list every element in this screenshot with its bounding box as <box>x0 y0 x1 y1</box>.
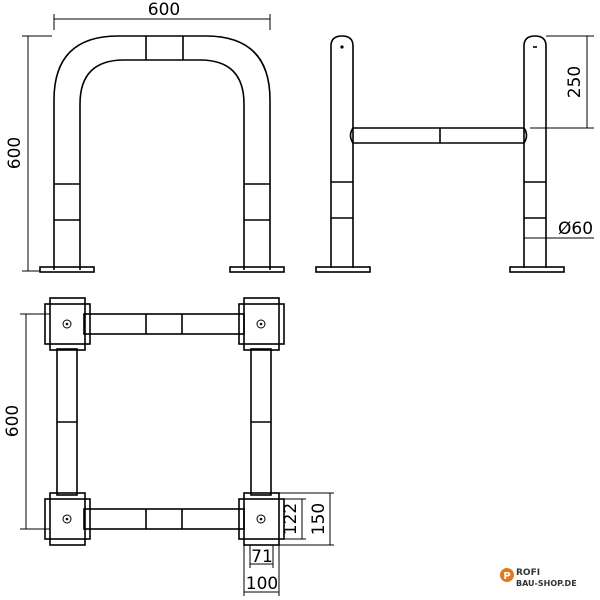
logo-mark-letter: P <box>503 571 510 582</box>
front-width-label: 600 <box>148 0 180 20</box>
plate-100-label: 100 <box>246 574 278 594</box>
front-view <box>22 14 285 273</box>
front-height-label: 600 <box>5 137 25 169</box>
plan-view <box>20 297 334 596</box>
plate-71-label: 71 <box>251 547 273 567</box>
side-height-label: 250 <box>565 66 585 98</box>
logo-mark-icon <box>500 568 514 582</box>
diameter-label: Ø60 <box>558 219 593 239</box>
logo-top-text: ROFI <box>516 568 540 578</box>
plan-depth-label: 600 <box>3 405 23 437</box>
logo-bottom-text: BAU-SHOP.DE <box>516 579 577 588</box>
brand-logo: P ROFI BAU-SHOP.DE <box>500 568 577 588</box>
plate-150-label: 150 <box>309 503 329 535</box>
plate-122-label: 122 <box>281 503 301 535</box>
side-view <box>315 35 594 273</box>
